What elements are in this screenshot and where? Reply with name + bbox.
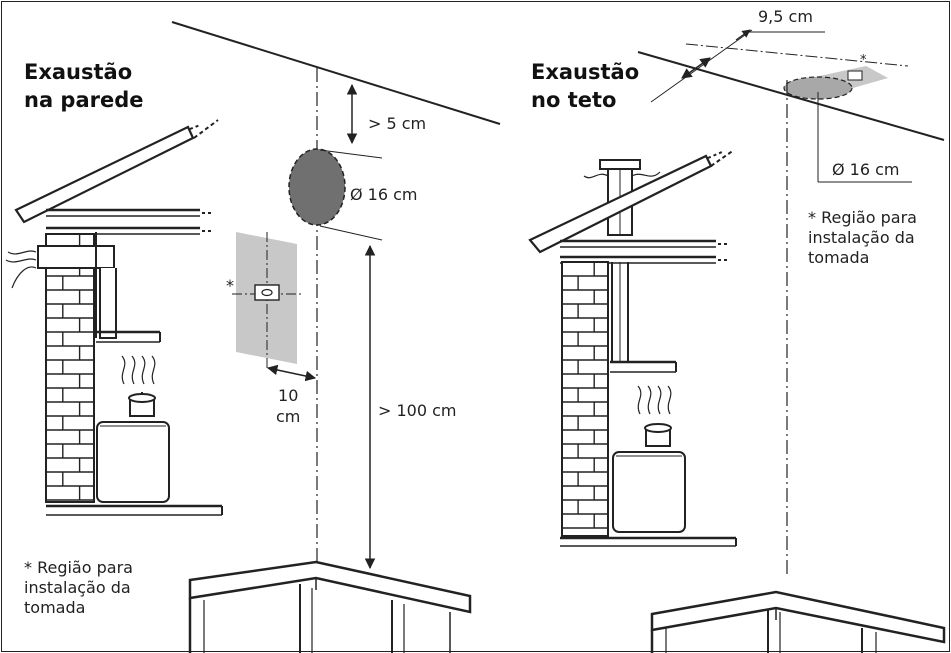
socket-icon	[847, 70, 863, 81]
left-ceiling-line	[171, 21, 501, 125]
right-dim-duct-diameter-label: Ø 16 cm	[832, 160, 900, 179]
right-note-line1: * Região para	[808, 208, 917, 227]
right-ceiling-line	[637, 51, 945, 141]
left-dim-top-gap-label: > 5 cm	[368, 114, 427, 133]
left-steam	[121, 355, 156, 385]
right-vertical-duct	[611, 262, 629, 362]
right-dim-offset-arrow	[681, 57, 711, 79]
left-title-line1: Exaustão	[24, 60, 133, 84]
pot-icon	[128, 392, 156, 417]
right-floor	[560, 536, 737, 547]
right-socket-note: * Região para instalação da tomada	[808, 208, 917, 268]
right-duct-opening	[783, 76, 853, 100]
right-note-line2: instalação da	[808, 228, 915, 247]
left-dim-offset-arrow	[266, 364, 317, 382]
right-house-roof	[528, 149, 735, 254]
pot-icon	[644, 423, 672, 447]
right-steam	[637, 385, 672, 415]
smoke-icon	[5, 250, 37, 289]
left-note-line2: instalação da	[24, 578, 131, 597]
left-note-line3: tomada	[24, 598, 86, 617]
right-title-line2: no teto	[531, 88, 617, 112]
left-socket-marker: *	[226, 276, 234, 295]
right-house-beams	[560, 239, 728, 264]
left-brick-wall	[45, 233, 95, 503]
left-wall-duct	[37, 232, 117, 339]
left-dim-offset-line2: cm	[276, 407, 301, 426]
left-dim-offset-label: 10 cm	[276, 385, 300, 427]
left-house-beams	[46, 208, 212, 235]
right-cabinet	[650, 590, 946, 653]
right-hood-shelf	[610, 360, 677, 373]
left-wall-exhaust-diagram	[5, 21, 501, 653]
socket-icon	[254, 284, 280, 301]
right-title: Exaustão no teto	[531, 58, 639, 114]
left-cabinet	[188, 560, 472, 653]
left-duct-opening	[288, 148, 346, 226]
left-dim-duct-diameter-label: Ø 16 cm	[350, 185, 418, 204]
right-stove	[612, 451, 686, 533]
left-hood-shelf	[96, 330, 161, 343]
left-dim-offset-line1: 10	[278, 386, 299, 405]
left-floor	[46, 504, 223, 516]
left-stove	[96, 421, 170, 503]
right-socket-marker: *	[860, 53, 867, 68]
right-ceiling-exhaust-diagram	[528, 29, 946, 653]
left-house-roof	[14, 119, 219, 224]
left-note-line1: * Região para	[24, 558, 133, 577]
left-title: Exaustão na parede	[24, 58, 144, 114]
right-title-line1: Exaustão	[531, 60, 640, 84]
left-title-line2: na parede	[24, 88, 144, 112]
right-note-line3: tomada	[808, 248, 870, 267]
right-brick-wall	[561, 261, 609, 537]
left-socket-note: * Região para instalação da tomada	[24, 558, 133, 618]
left-dim-height-label: > 100 cm	[378, 401, 457, 420]
right-dim-offset-label: 9,5 cm	[758, 7, 813, 26]
smoke-icon	[583, 171, 661, 179]
